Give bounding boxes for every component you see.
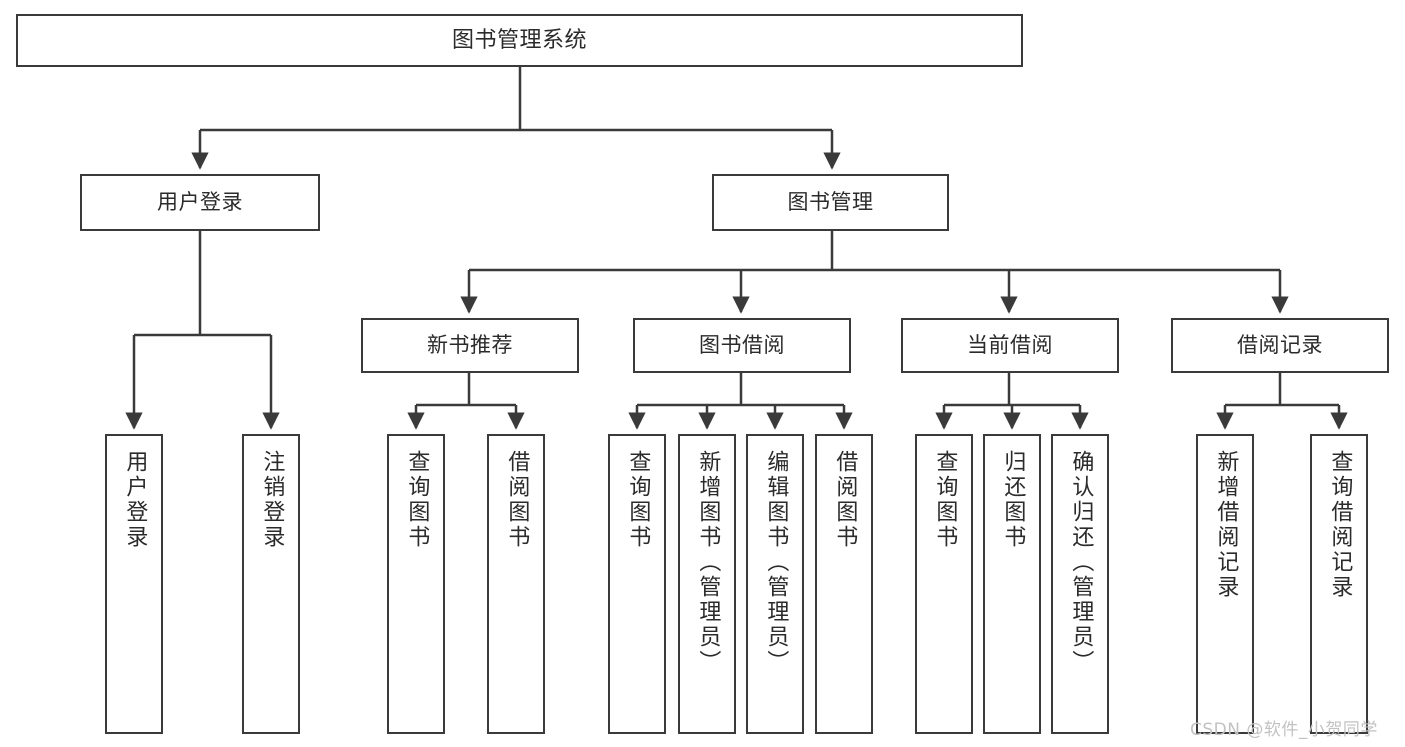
- node-leaf-query-book-rec-label: 查询图书: [404, 450, 430, 550]
- node-leaf-query-book-current-label: 查询图书: [932, 450, 958, 550]
- node-leaf-add-record[interactable]: 新增借阅记录: [1196, 434, 1254, 734]
- node-borrow-record-label: 借阅记录: [1237, 333, 1323, 358]
- node-root-label: 图书管理系统: [451, 27, 587, 53]
- node-leaf-borrow-book[interactable]: 借阅图书: [815, 434, 873, 734]
- node-book-borrow-label: 图书借阅: [699, 333, 785, 358]
- node-leaf-add-book[interactable]: 新增图书（管理员）: [678, 434, 736, 734]
- node-leaf-query-book-borrow[interactable]: 查询图书: [608, 434, 666, 734]
- node-current-borrow-label: 当前借阅: [967, 333, 1053, 358]
- node-new-book-rec-label: 新书推荐: [427, 333, 513, 358]
- node-leaf-user-logout[interactable]: 注销登录: [242, 434, 300, 734]
- node-leaf-user-logout-label: 注销登录: [259, 450, 285, 550]
- node-new-book-rec[interactable]: 新书推荐: [361, 318, 579, 373]
- node-book-manage[interactable]: 图书管理: [712, 174, 949, 231]
- node-leaf-borrow-book-rec[interactable]: 借阅图书: [487, 434, 545, 734]
- csdn-watermark: CSDN @软件_小贺同学: [1190, 720, 1378, 740]
- node-leaf-confirm-return[interactable]: 确认归还（管理员）: [1051, 434, 1109, 734]
- node-leaf-edit-book[interactable]: 编辑图书（管理员）: [746, 434, 804, 734]
- node-leaf-add-record-label: 新增借阅记录: [1213, 450, 1239, 600]
- node-leaf-borrow-book-label: 借阅图书: [832, 450, 858, 550]
- node-leaf-confirm-return-label: 确认归还（管理员）: [1068, 450, 1094, 675]
- node-leaf-user-login[interactable]: 用户登录: [105, 434, 163, 734]
- node-book-borrow[interactable]: 图书借阅: [633, 318, 851, 373]
- node-leaf-query-book-current[interactable]: 查询图书: [915, 434, 973, 734]
- node-root[interactable]: 图书管理系统: [16, 14, 1023, 67]
- node-leaf-return-book[interactable]: 归还图书: [983, 434, 1041, 734]
- node-leaf-query-book-rec[interactable]: 查询图书: [387, 434, 445, 734]
- node-user-login-label: 用户登录: [157, 190, 243, 215]
- node-borrow-record[interactable]: 借阅记录: [1171, 318, 1389, 373]
- node-leaf-add-book-label: 新增图书（管理员）: [695, 450, 721, 675]
- node-leaf-query-record-label: 查询借阅记录: [1327, 450, 1353, 600]
- node-book-manage-label: 图书管理: [787, 190, 874, 215]
- node-leaf-edit-book-label: 编辑图书（管理员）: [763, 450, 789, 675]
- node-leaf-query-book-borrow-label: 查询图书: [625, 450, 651, 550]
- node-leaf-return-book-label: 归还图书: [1000, 450, 1026, 550]
- node-leaf-query-record[interactable]: 查询借阅记录: [1310, 434, 1368, 734]
- node-current-borrow[interactable]: 当前借阅: [901, 318, 1119, 373]
- node-leaf-borrow-book-rec-label: 借阅图书: [504, 450, 530, 550]
- node-leaf-user-login-label: 用户登录: [122, 450, 148, 550]
- node-user-login[interactable]: 用户登录: [80, 174, 320, 231]
